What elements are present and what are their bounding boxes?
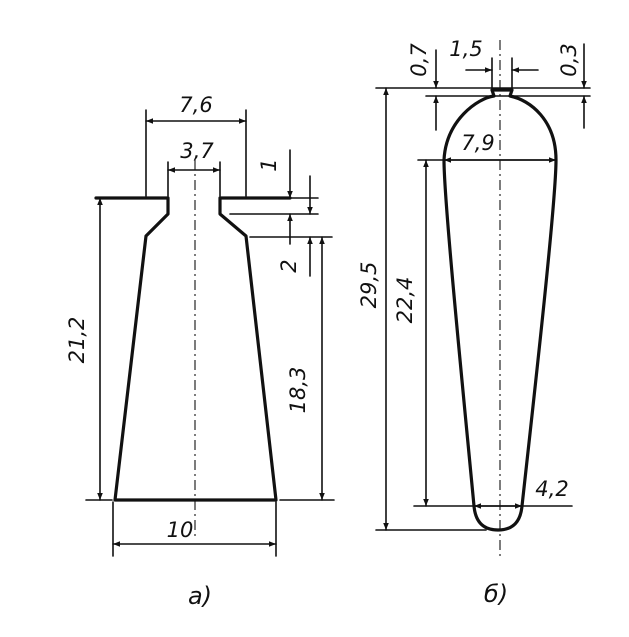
figure-a-label-base-width: 10 xyxy=(167,518,194,542)
figure-b-label-body-height: 22,4 xyxy=(393,277,417,324)
figure-b-label-tip-width: 1,5 xyxy=(449,37,482,61)
figure-b: 0,7 1,5 0,3 7,9 29,5 22,4 4,2 б) xyxy=(357,37,591,608)
figure-a-label-flange: 1 xyxy=(257,158,281,171)
figure-a-label-total-height: 21,2 xyxy=(65,317,89,364)
figure-b-label-bottom-width: 4,2 xyxy=(535,477,568,501)
figure-a-label-body-height: 18,3 xyxy=(286,367,310,414)
figure-a-label-top-width: 7,6 xyxy=(179,93,212,117)
figure-a: 7,6 3,7 1 2 21,2 18,3 10 а) xyxy=(65,93,335,610)
figure-b-label-tip-left: 0,7 xyxy=(407,43,431,77)
figure-a-label-chamfer: 2 xyxy=(277,259,301,272)
figure-b-outline xyxy=(442,88,558,532)
figure-a-outline xyxy=(94,196,292,502)
figure-b-label-total-height: 29,5 xyxy=(357,262,381,309)
figure-b-label-head-width: 7,9 xyxy=(461,131,494,155)
figure-a-label-neck-width: 3,7 xyxy=(180,139,214,163)
figure-b-caption: б) xyxy=(484,580,508,608)
figure-b-label-tip-right: 0,3 xyxy=(557,43,581,76)
figure-a-caption: а) xyxy=(188,582,212,610)
